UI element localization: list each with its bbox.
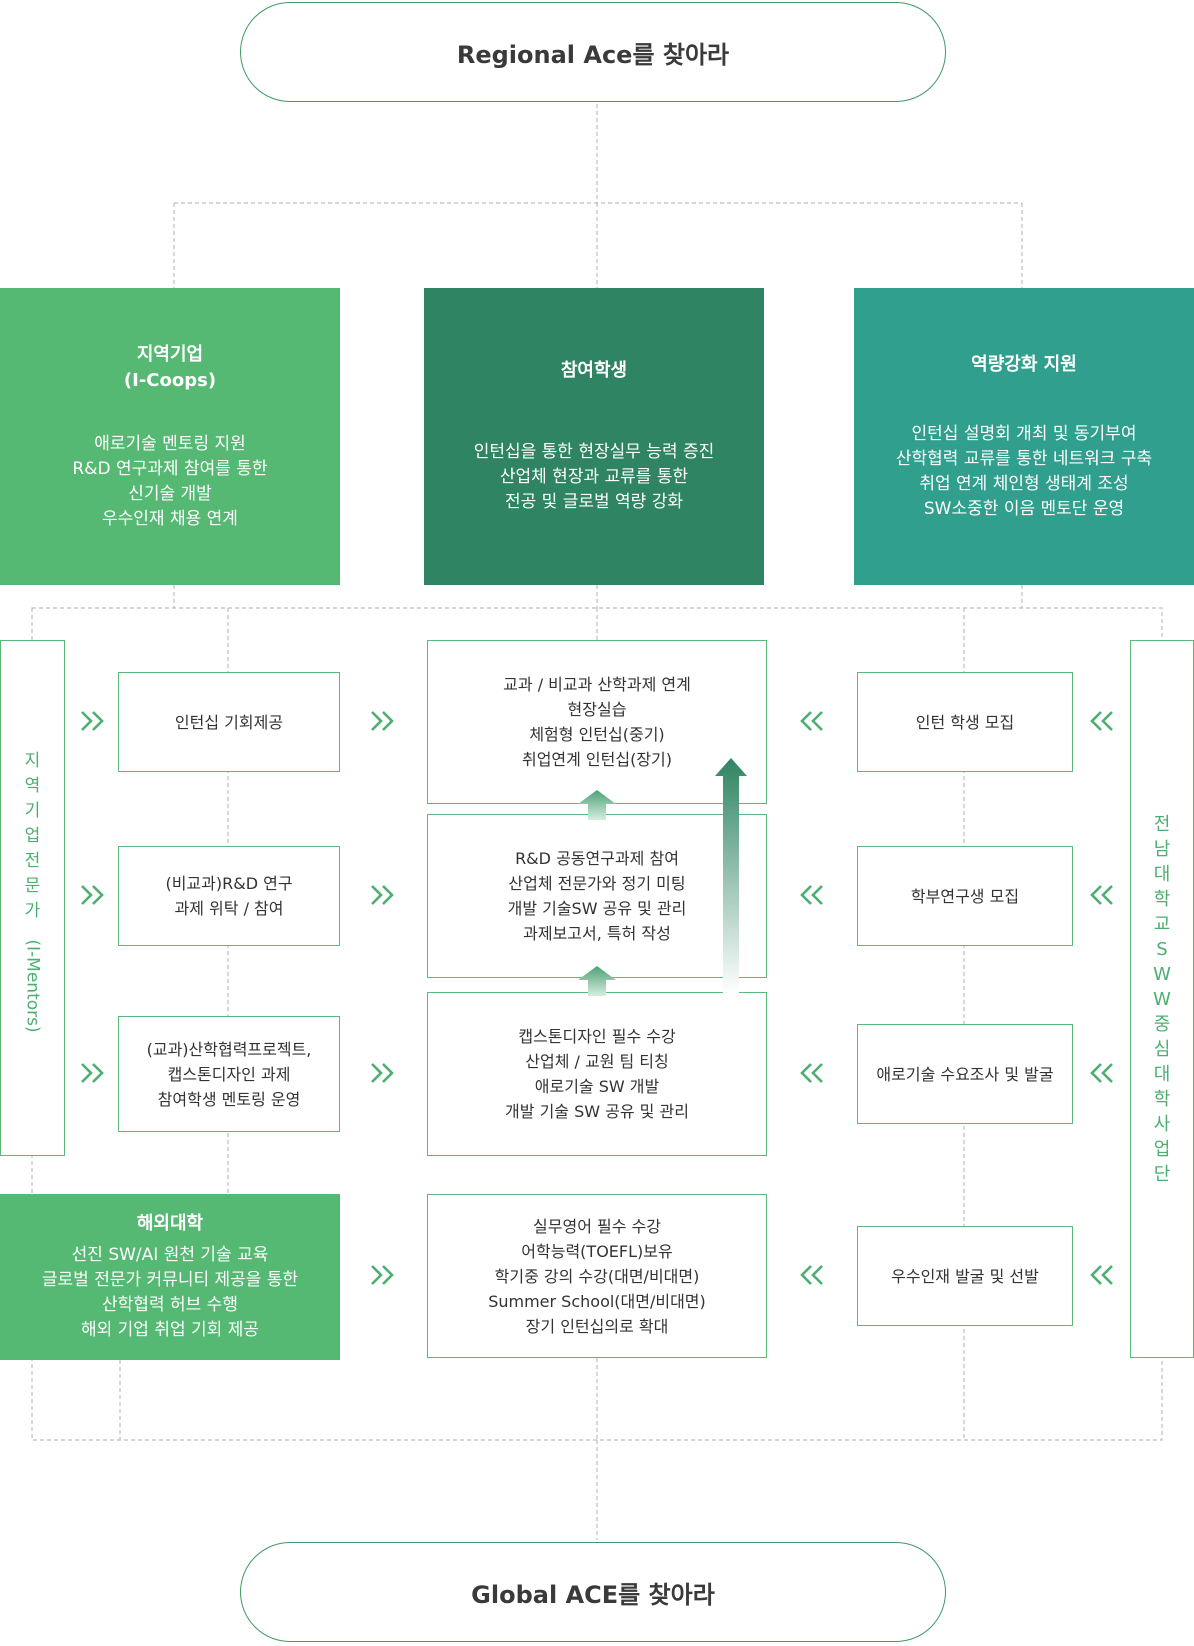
chevron-right-double-icon bbox=[81, 885, 104, 905]
chevron-left-double-icon bbox=[1090, 711, 1113, 731]
capacity-support-box: 역량강화 지원 인턴십 설명회 개최 및 동기부여 산학협력 교류를 통한 네트… bbox=[854, 288, 1194, 585]
chevron-left-double-icon bbox=[1090, 1063, 1113, 1083]
right-box-undergrad-researcher: 학부연구생 모집 bbox=[857, 846, 1073, 946]
up-arrow-icon bbox=[578, 790, 616, 820]
center-box-capstone-design: 캡스톤디자인 필수 수강 산업체 / 교원 팀 티칭 애로기술 SW 개발 개발… bbox=[427, 992, 767, 1156]
chevron-left-double-icon bbox=[1090, 1265, 1113, 1285]
left-box-industry-project: (교과)산학협력프로젝트, 캡스톤디자인 과제 참여학생 멘토링 운영 bbox=[118, 1016, 340, 1132]
cnu-sw-center-label: 전 남 대 학 교 S W W 중 심 대 학 사 업 단 bbox=[1130, 640, 1194, 1358]
i-mentors-label: (I-Mentors) bbox=[22, 938, 43, 1033]
regional-experts-label: 지 역 기 업 전 문 가 (I-Mentors) bbox=[0, 640, 65, 1156]
long-up-arrow-icon bbox=[715, 758, 747, 994]
participating-students-box: 참여학생 인턴십을 통한 현장실무 능력 증진 산업체 현장과 교류를 통한 전… bbox=[424, 288, 764, 585]
right-box-intern-recruitment: 인턴 학생 모집 bbox=[857, 672, 1073, 772]
chevron-left-double-icon bbox=[800, 711, 823, 731]
chevron-right-double-icon bbox=[81, 1063, 104, 1083]
chevron-left-double-icon bbox=[800, 1265, 823, 1285]
overseas-university-box: 해외대학 선진 SW/AI 원천 기술 교육 글로벌 전문가 커뮤니티 제공을 … bbox=[0, 1194, 340, 1360]
participating-students-title: 참여학생 bbox=[560, 360, 628, 381]
capacity-support-title: 역량강화 지원 bbox=[971, 353, 1077, 375]
right-box-tech-demand-survey: 애로기술 수요조사 및 발굴 bbox=[857, 1024, 1073, 1124]
chevron-right-double-icon bbox=[81, 711, 104, 731]
chevron-left-double-icon bbox=[800, 1063, 823, 1083]
chevron-left-double-icon bbox=[1090, 885, 1113, 905]
center-box-global-program: 실무영어 필수 수강 어학능력(TOEFL)보유 학기중 강의 수강(대면/비대… bbox=[427, 1194, 767, 1358]
regional-companies-desc: 애로기술 멘토링 지원 R&D 연구과제 참여를 통한 신기술 개발 우수인재 … bbox=[72, 433, 268, 529]
regional-companies-box: 지역기업 (I-Coops) 애로기술 멘토링 지원 R&D 연구과제 참여를 … bbox=[0, 288, 340, 585]
right-box-talent-selection: 우수인재 발굴 및 선발 bbox=[857, 1226, 1073, 1326]
center-box-internship-program: 교과 / 비교과 산학과제 연계 현장실습 체험형 인턴십(중기) 취업연계 인… bbox=[427, 640, 767, 804]
top-goal-label: Regional Ace를 찾아라 bbox=[456, 40, 730, 69]
participating-students-desc: 인턴십을 통한 현장실무 능력 증진 산업체 현장과 교류를 통한 전공 및 글… bbox=[473, 442, 715, 512]
chevron-right-double-icon bbox=[371, 1063, 394, 1083]
bottom-goal-pill: Global ACE를 찾아라 bbox=[240, 1542, 946, 1642]
chevron-right-double-icon bbox=[371, 711, 394, 731]
overseas-university-desc: 선진 SW/AI 원천 기술 교육 글로벌 전문가 커뮤니티 제공을 통한 산학… bbox=[41, 1245, 299, 1340]
bottom-goal-label: Global ACE를 찾아라 bbox=[471, 1580, 715, 1609]
overseas-university-title: 해외대학 bbox=[136, 1213, 204, 1234]
chevron-right-double-icon bbox=[371, 1265, 394, 1285]
left-box-rnd-project: (비교과)R&D 연구 과제 위탁 / 참여 bbox=[118, 846, 340, 946]
up-arrow-icon bbox=[578, 966, 616, 996]
chevron-right-double-icon bbox=[371, 885, 394, 905]
capacity-support-desc: 인턴십 설명회 개최 및 동기부여 산학협력 교류를 통한 네트워크 구축 취업… bbox=[895, 423, 1153, 519]
chevron-left-double-icon bbox=[800, 885, 823, 905]
top-goal-pill: Regional Ace를 찾아라 bbox=[240, 2, 946, 102]
regional-companies-title: 지역기업 (I-Coops) bbox=[123, 343, 217, 391]
left-box-internship-opportunity: 인턴십 기회제공 bbox=[118, 672, 340, 772]
